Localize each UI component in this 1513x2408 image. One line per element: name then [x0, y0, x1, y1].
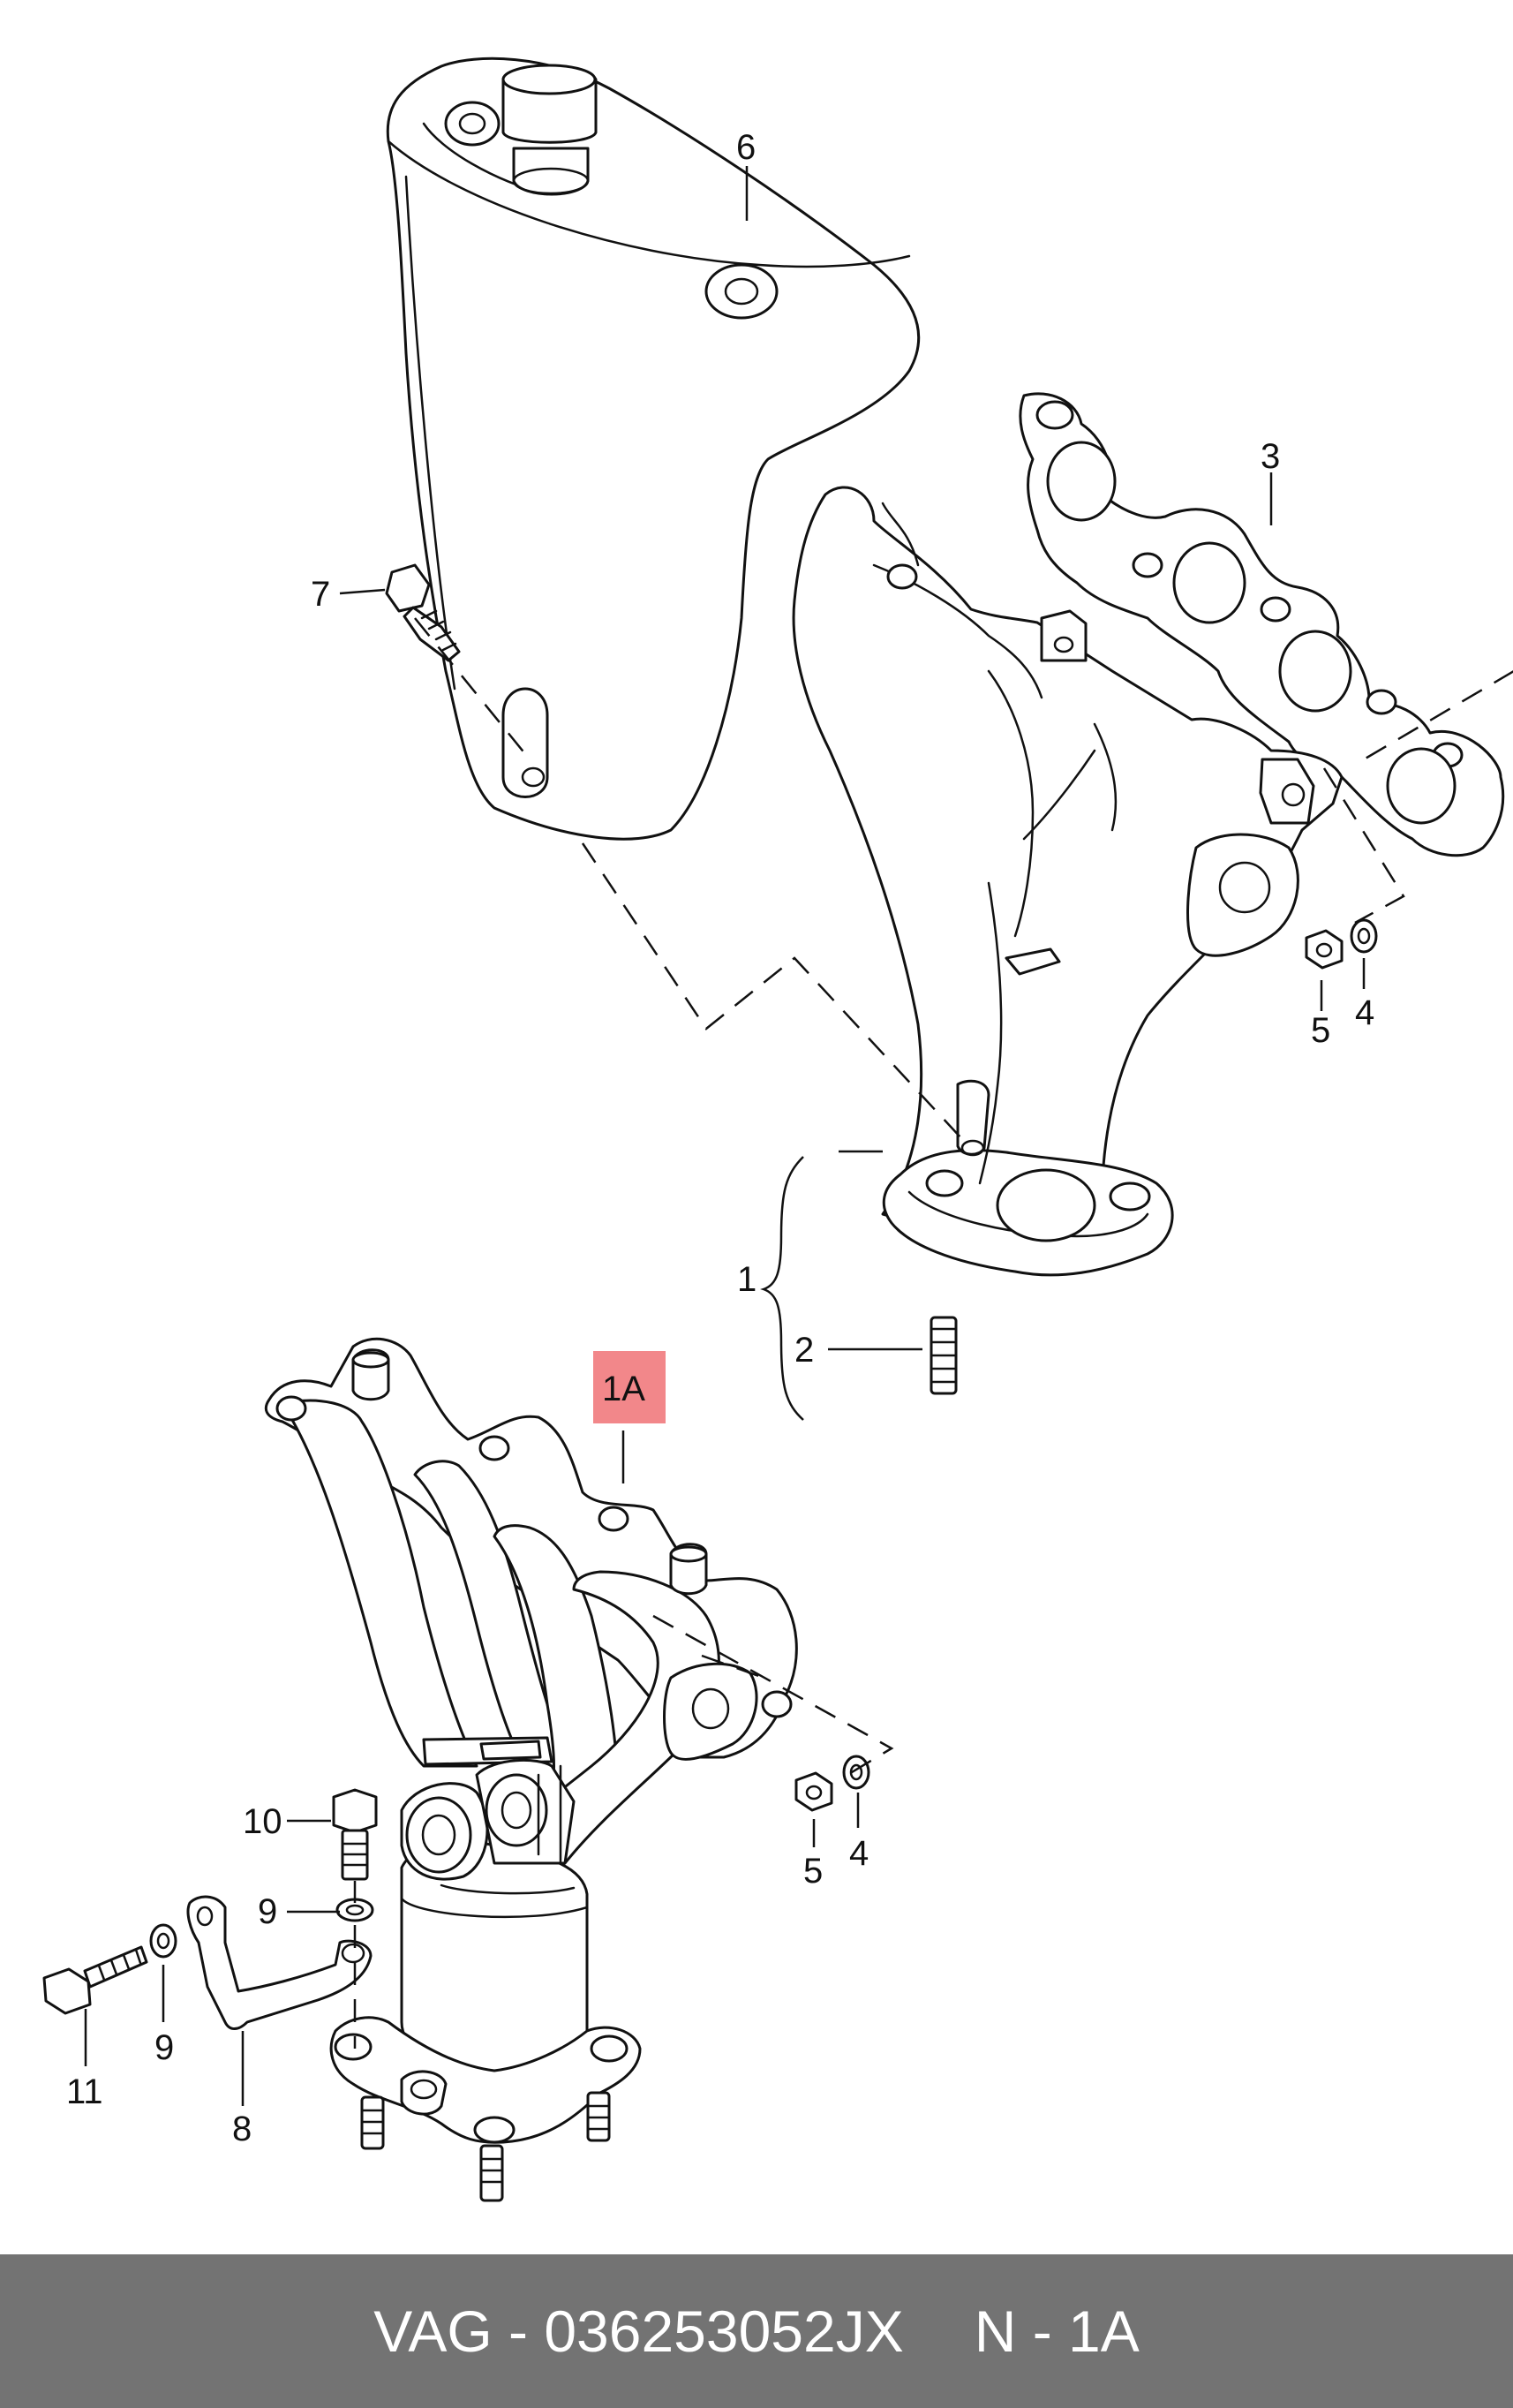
bolt-part-11 — [42, 1945, 148, 2015]
callout-5-lower: 5 — [803, 1852, 823, 1891]
exploded-parts-diagram: 6 3 7 5 4 1 2 1A 10 9 5 4 9 11 8 — [42, 57, 1513, 2202]
callout-1: 1 — [737, 1260, 756, 1299]
callout-4-lower: 4 — [849, 1834, 869, 1873]
callout-1a: 1A — [602, 1370, 645, 1408]
callout-8: 8 — [232, 2110, 252, 2148]
callout-7: 7 — [311, 575, 330, 614]
callout-6: 6 — [736, 128, 756, 167]
exhaust-manifold-part-1 — [792, 486, 1344, 1277]
callout-9-right: 9 — [258, 1892, 277, 1931]
callout-5-upper: 5 — [1311, 1011, 1330, 1050]
callout-labels: 6 3 7 5 4 1 2 1A 10 9 5 4 9 11 8 — [66, 128, 1374, 2148]
callout-11: 11 — [66, 2072, 103, 2111]
nut-part-5-lower — [794, 1771, 833, 1812]
callout-9-left: 9 — [154, 2028, 174, 2067]
gasket-part-3 — [1019, 392, 1505, 857]
nut-part-5-upper — [1305, 929, 1344, 970]
stud-part-2 — [930, 1316, 958, 1395]
callout-10: 10 — [243, 1802, 282, 1841]
highlight-box-1a — [593, 1351, 666, 1423]
part-number: VAG - 036253052JX — [373, 2299, 904, 2364]
part-number-footer: VAG - 036253052JX N - 1A — [0, 2254, 1513, 2408]
heat-shield-part-6 — [386, 57, 921, 841]
manifold-catalyst-part-1a — [264, 1337, 798, 2202]
washer-part-4-upper — [1350, 918, 1378, 954]
bracket-part-8 — [186, 1895, 373, 2030]
assembly-lines — [353, 617, 1513, 2049]
callout-4-upper: 4 — [1355, 993, 1374, 1032]
leader-lines — [84, 166, 1366, 2106]
washer-part-9-left — [149, 1923, 177, 1959]
callout-3: 3 — [1261, 437, 1280, 476]
callout-2: 2 — [794, 1331, 814, 1370]
diagram-position: N - 1A — [974, 2299, 1140, 2364]
bolt-part-10 — [332, 1788, 378, 1881]
washer-part-4-lower — [842, 1755, 870, 1790]
